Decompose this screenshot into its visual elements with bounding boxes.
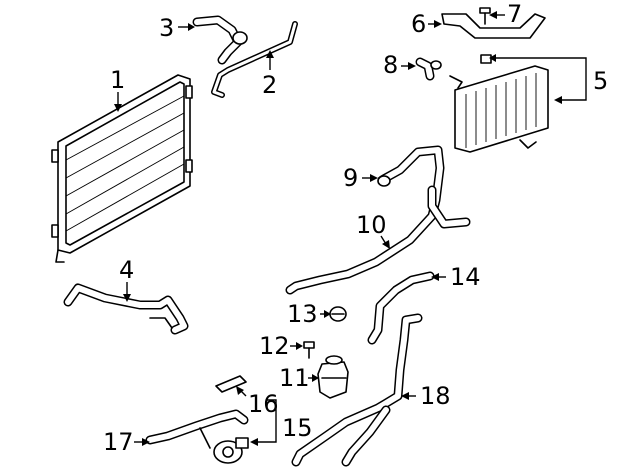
callout-8: 8: [383, 51, 398, 79]
pump-hose-part: [145, 409, 249, 449]
hose-connector-part: [415, 57, 442, 81]
return-hose-part: [291, 313, 423, 467]
pump-bracket-part: [215, 375, 247, 393]
expansion-tank-part: [317, 355, 349, 399]
callout-16: 16: [248, 390, 279, 418]
coolant-tube-part: [211, 21, 298, 98]
fitting-cap-part: [480, 54, 492, 64]
callout-7: 7: [507, 0, 522, 28]
tank-bolt-part: [303, 341, 315, 359]
callout-11: 11: [279, 364, 310, 392]
callout-15: 15: [282, 414, 313, 442]
callout-2: 2: [262, 71, 277, 99]
leader-lines: [114, 11, 587, 446]
callout-12: 12: [259, 332, 290, 360]
callout-18: 18: [420, 382, 451, 410]
callout-13: 13: [287, 300, 318, 328]
radiator-hose-part: [285, 145, 471, 295]
callout-4: 4: [119, 256, 134, 284]
callout-10: 10: [356, 211, 387, 239]
water-pump-part: [213, 437, 249, 464]
callout-1: 1: [110, 66, 125, 94]
auxiliary-radiator-part: [449, 65, 549, 153]
bypass-hose-part: [367, 271, 435, 345]
tank-cap-part: [329, 306, 347, 322]
callout-17: 17: [103, 428, 134, 456]
callout-labels: 1 2 3 4 5 6 7 8 9 10 11 12 13 14 15 16 1…: [103, 0, 608, 456]
upper-hose-part: [192, 15, 248, 65]
radiator-part: [51, 74, 193, 263]
bolt-part: [479, 7, 491, 25]
callout-3: 3: [159, 14, 174, 42]
mounting-bracket-part: [441, 13, 546, 39]
callout-9: 9: [343, 164, 358, 192]
callout-6: 6: [411, 10, 426, 38]
callout-14: 14: [450, 263, 481, 291]
lower-hose-part: [63, 283, 189, 335]
callout-5: 5: [593, 67, 608, 95]
